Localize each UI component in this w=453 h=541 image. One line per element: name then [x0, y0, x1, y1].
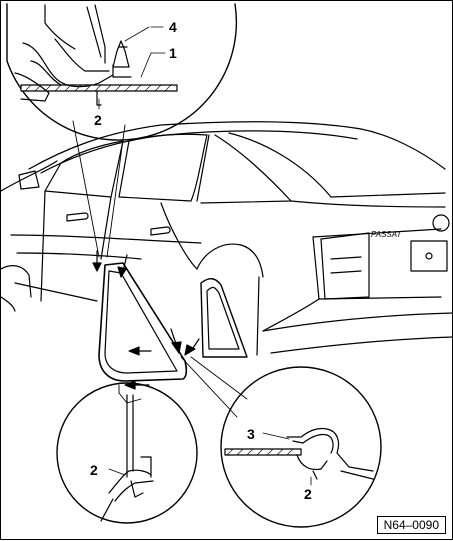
car-badge: PASSAT	[371, 230, 402, 239]
lower-projection-lines	[118, 356, 248, 418]
figure-reference-id: N64–0090	[376, 516, 446, 534]
callout-4: 4	[169, 19, 177, 35]
callout-1: 1	[169, 45, 177, 61]
callout-2-top: 2	[94, 112, 102, 128]
callout-2-left: 2	[90, 462, 98, 478]
car-body: PASSAT	[1, 121, 453, 356]
top-detail-view: 4 1 2	[6, 3, 238, 141]
arrow-indicators	[92, 250, 200, 390]
lower-right-detail-view: 3 2	[220, 366, 382, 528]
callout-3: 3	[247, 426, 255, 442]
door-seal-frames	[98, 262, 248, 382]
callout-2-right: 2	[304, 486, 312, 502]
lower-left-detail-view: 2	[56, 382, 198, 524]
